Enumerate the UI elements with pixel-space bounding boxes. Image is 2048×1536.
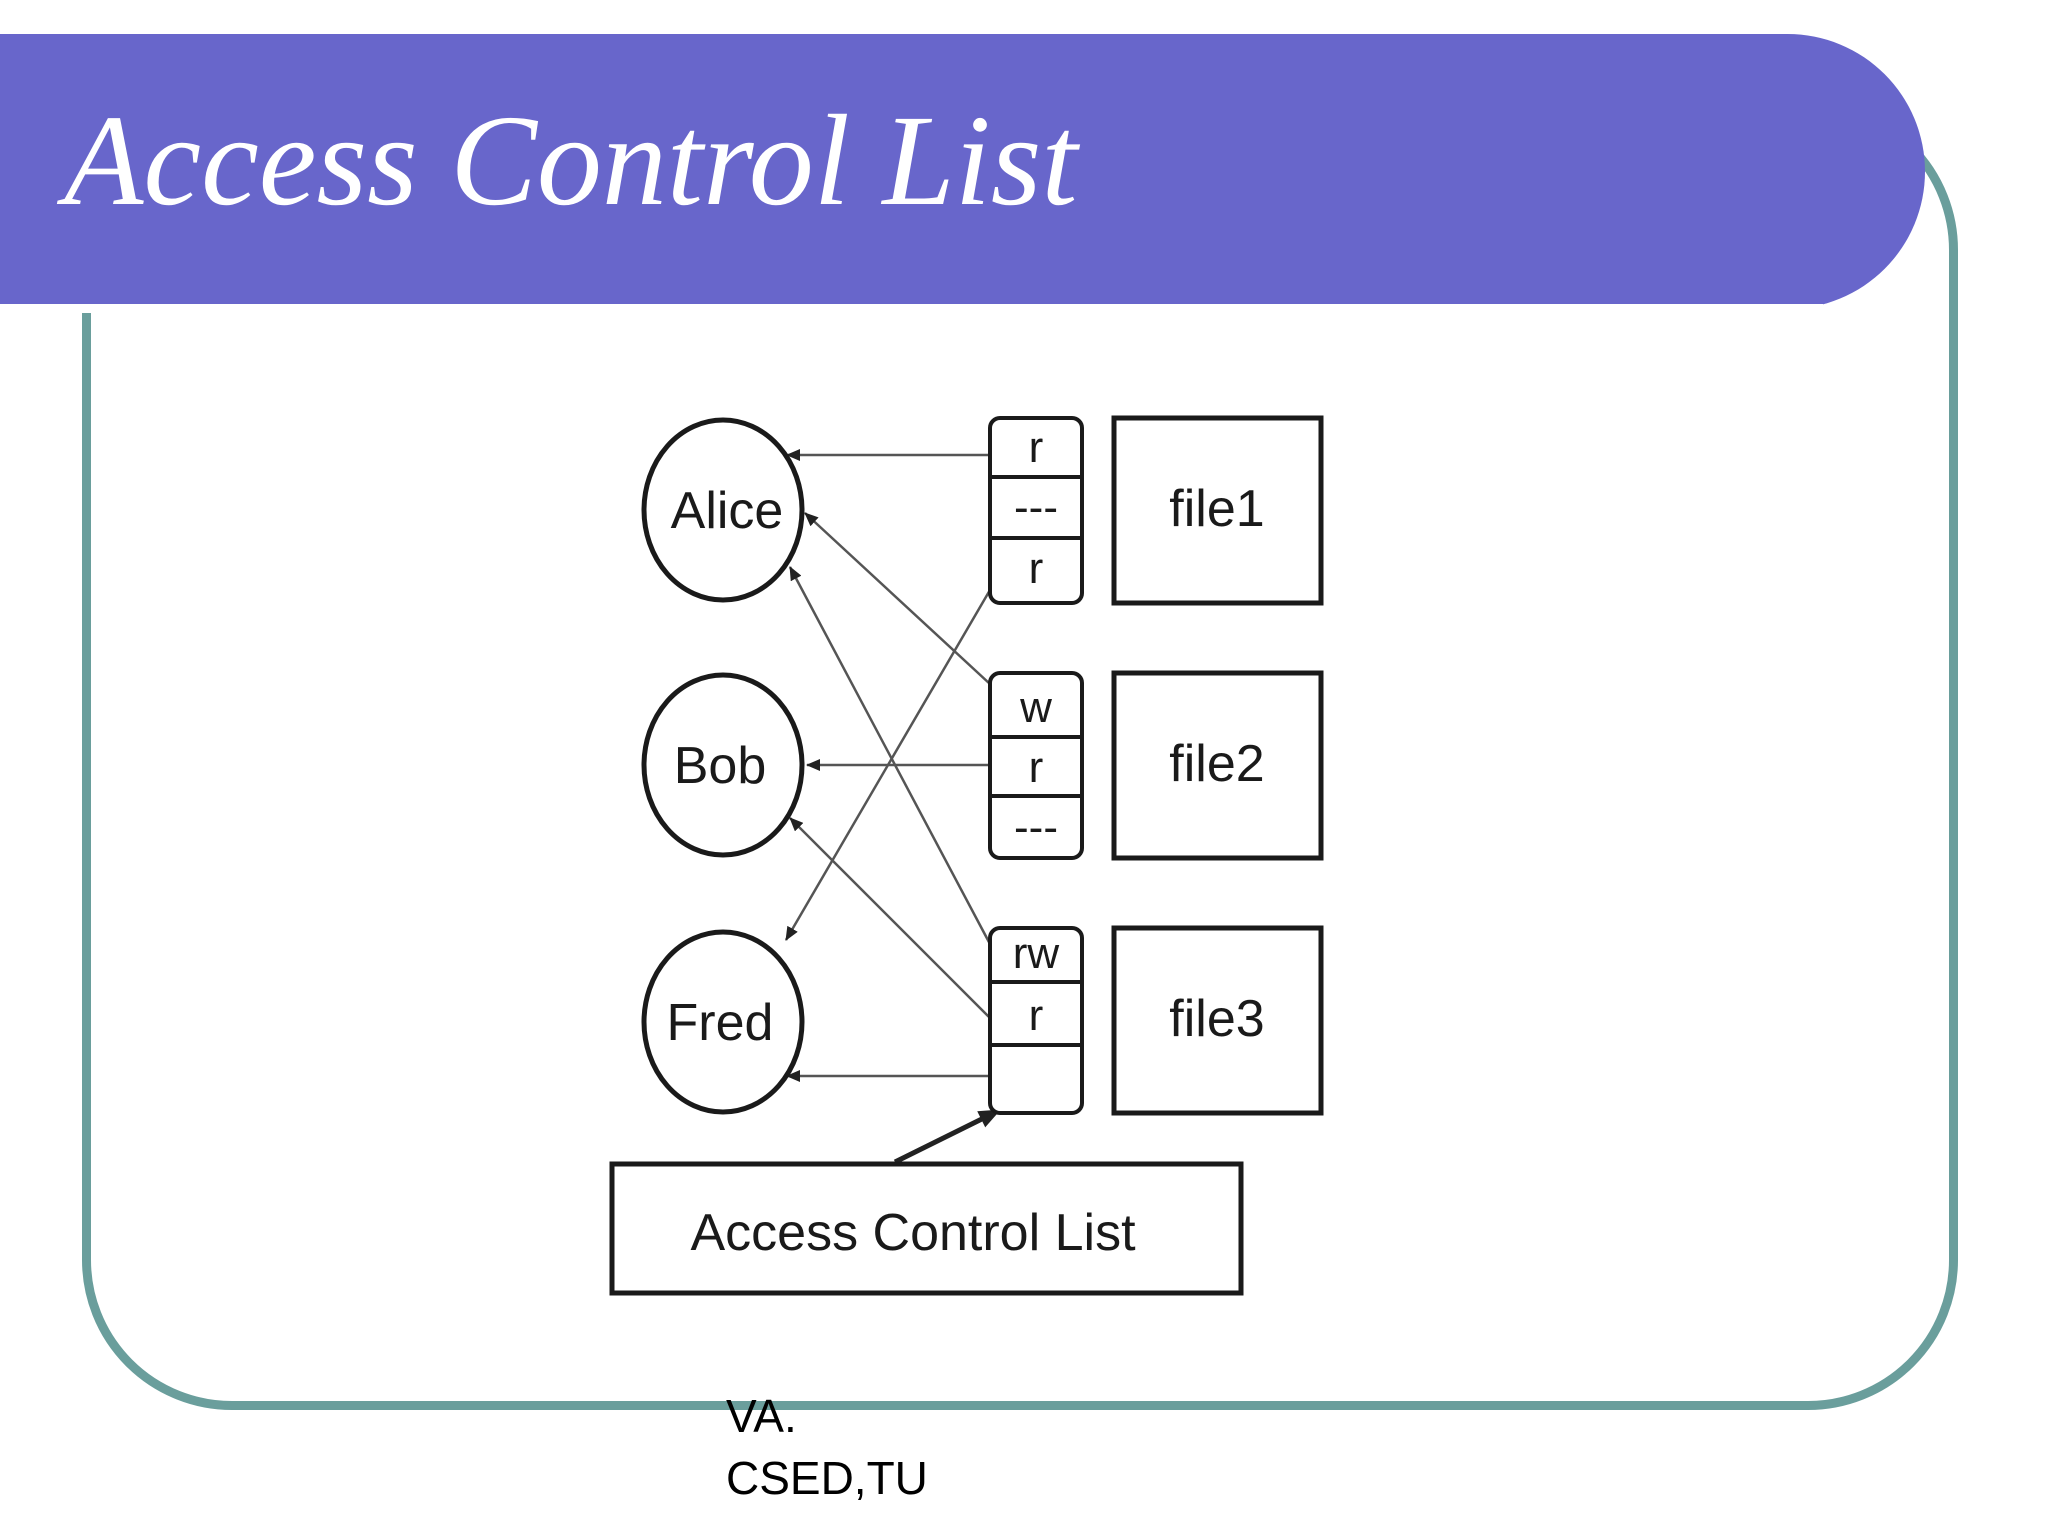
- subject-bob: Bob: [674, 737, 767, 795]
- acl-file2-entry-1: w: [1019, 683, 1052, 732]
- acl-file2-entry-3: ---: [1014, 803, 1058, 852]
- title-underline: [0, 304, 1823, 313]
- acl-label-arrow: [893, 1107, 1002, 1165]
- file-box-1: [1111, 415, 1324, 606]
- file-label-3: file3: [1169, 990, 1264, 1048]
- subject-fred: Fred: [667, 994, 774, 1052]
- subject-circle-bob: [641, 672, 805, 858]
- acl-label: Access Control List: [690, 1204, 1136, 1262]
- file-box-3: [1111, 925, 1324, 1116]
- acl-stack-file2: [988, 671, 1084, 860]
- acl-file3-entry-1: rw: [1013, 929, 1060, 978]
- acl-label-box: [609, 1161, 1244, 1296]
- title-bar: [0, 34, 1925, 313]
- file-box-2: [1111, 670, 1324, 861]
- arrow-file3-bob: [789, 817, 991, 1019]
- slide-title: Access Control List: [64, 89, 1078, 233]
- footer-line-1: VA.: [726, 1390, 797, 1442]
- footer-line-2: CSED,TU: [726, 1452, 928, 1504]
- slide-footer: VA. CSED,TU: [726, 1385, 928, 1509]
- acl-arrows: [784, 449, 992, 1082]
- acl-file1-entry-3: r: [1029, 544, 1044, 593]
- file-label-1: file1: [1169, 480, 1264, 538]
- arrow-file2-alice: [804, 512, 991, 685]
- subject-circle-fred: [641, 929, 805, 1115]
- acl-stack-file3: [988, 926, 1084, 1115]
- acl-file1-entry-1: r: [1029, 423, 1044, 472]
- acl-file3-entry-2: r: [1029, 991, 1044, 1040]
- subject-circle-alice: [641, 417, 805, 603]
- acl-file2-entry-2: r: [1029, 743, 1044, 792]
- acl-file1-entry-2: ---: [1014, 483, 1058, 532]
- arrow-file3-alice: [788, 566, 992, 945]
- subject-alice: Alice: [671, 482, 784, 540]
- file-label-2: file2: [1169, 735, 1264, 793]
- acl-stack-file1: [988, 416, 1084, 605]
